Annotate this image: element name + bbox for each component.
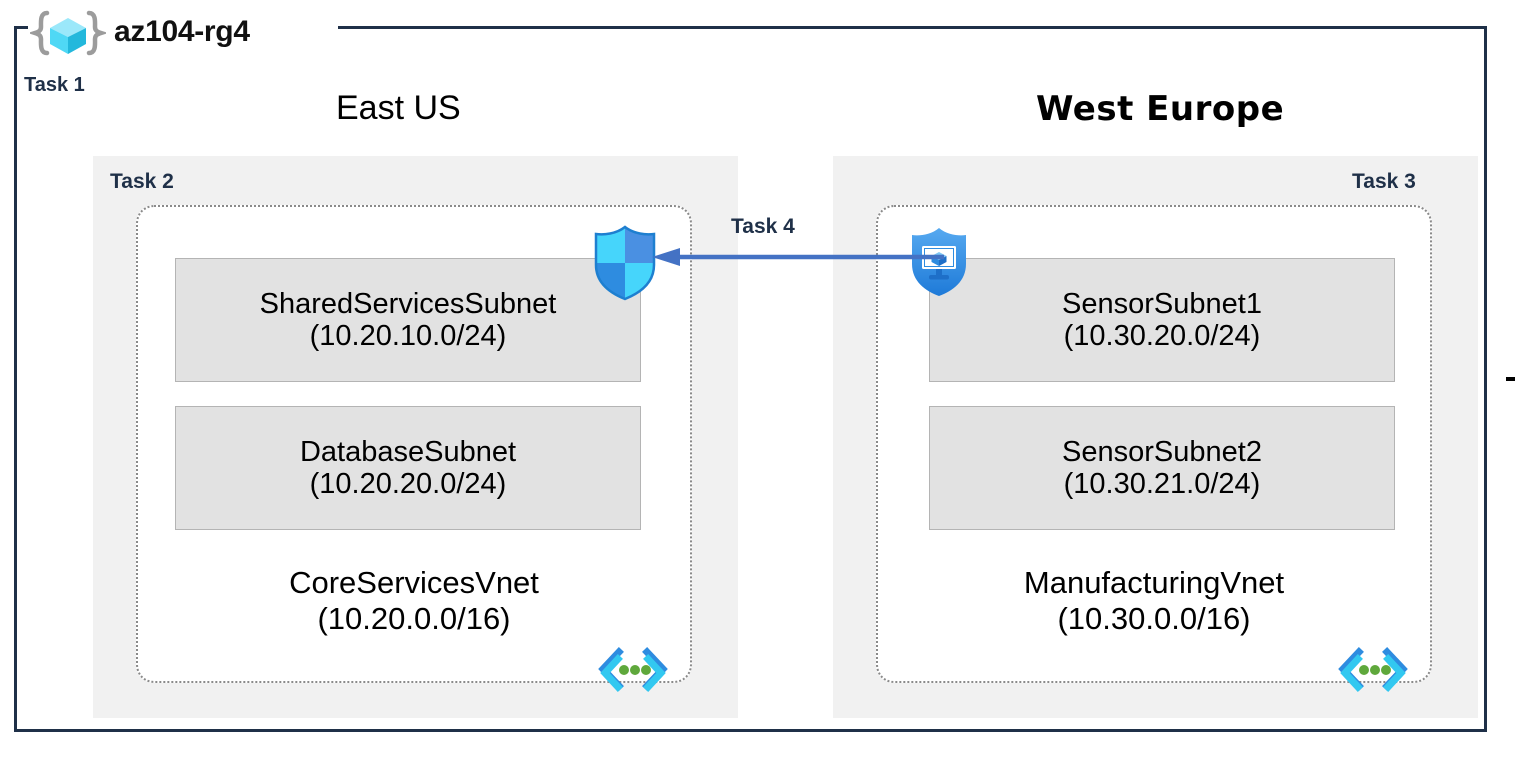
vnet-name: CoreServicesVnet (289, 565, 539, 600)
task-3-label: Task 3 (1352, 170, 1416, 193)
resource-group-name: az104-rg4 (114, 15, 250, 48)
resource-group-cube-icon (27, 10, 109, 58)
virtual-network-icon (597, 646, 669, 692)
task-1-label: Task 1 (24, 74, 85, 96)
subnet-name: SensorSubnet1 (1062, 287, 1262, 320)
subnet-name: SensorSubnet2 (1062, 435, 1262, 468)
subnet-database: DatabaseSubnet (10.20.20.0/24) (175, 406, 641, 530)
subnet-sensor-2: SensorSubnet2 (10.30.21.0/24) (929, 406, 1395, 530)
vnet-name: ManufacturingVnet (1023, 565, 1285, 600)
vnet-cidr: (10.30.0.0/16) (1057, 600, 1251, 636)
edge-artifact-mark (1506, 377, 1515, 381)
subnet-cidr: (10.30.21.0/24) (1063, 468, 1261, 500)
vnet-caption-coreservices: CoreServicesVnet (10.20.0.0/16) (136, 565, 692, 636)
vnet-cidr: (10.20.0.0/16) (317, 600, 511, 636)
subnet-cidr: (10.20.10.0/24) (309, 320, 507, 352)
task-2-label: Task 2 (110, 170, 174, 193)
network-security-group-shield-icon (592, 225, 658, 301)
region-heading-west-europe: West Europe (1036, 89, 1285, 129)
subnet-cidr: (10.30.20.0/24) (1063, 320, 1261, 352)
subnet-name: SharedServicesSubnet (259, 287, 557, 320)
peering-connection-arrow (652, 247, 944, 267)
subnet-cidr: (10.20.20.0/24) (309, 468, 507, 500)
subnet-name: DatabaseSubnet (299, 435, 517, 468)
vnet-caption-manufacturing: ManufacturingVnet (10.30.0.0/16) (876, 565, 1432, 636)
virtual-network-icon (1337, 646, 1409, 692)
task-4-label: Task 4 (731, 215, 795, 238)
subnet-sensor-1: SensorSubnet1 (10.30.20.0/24) (929, 258, 1395, 382)
region-heading-east-us: East US (336, 89, 461, 127)
subnet-shared-services: SharedServicesSubnet (10.20.10.0/24) (175, 258, 641, 382)
